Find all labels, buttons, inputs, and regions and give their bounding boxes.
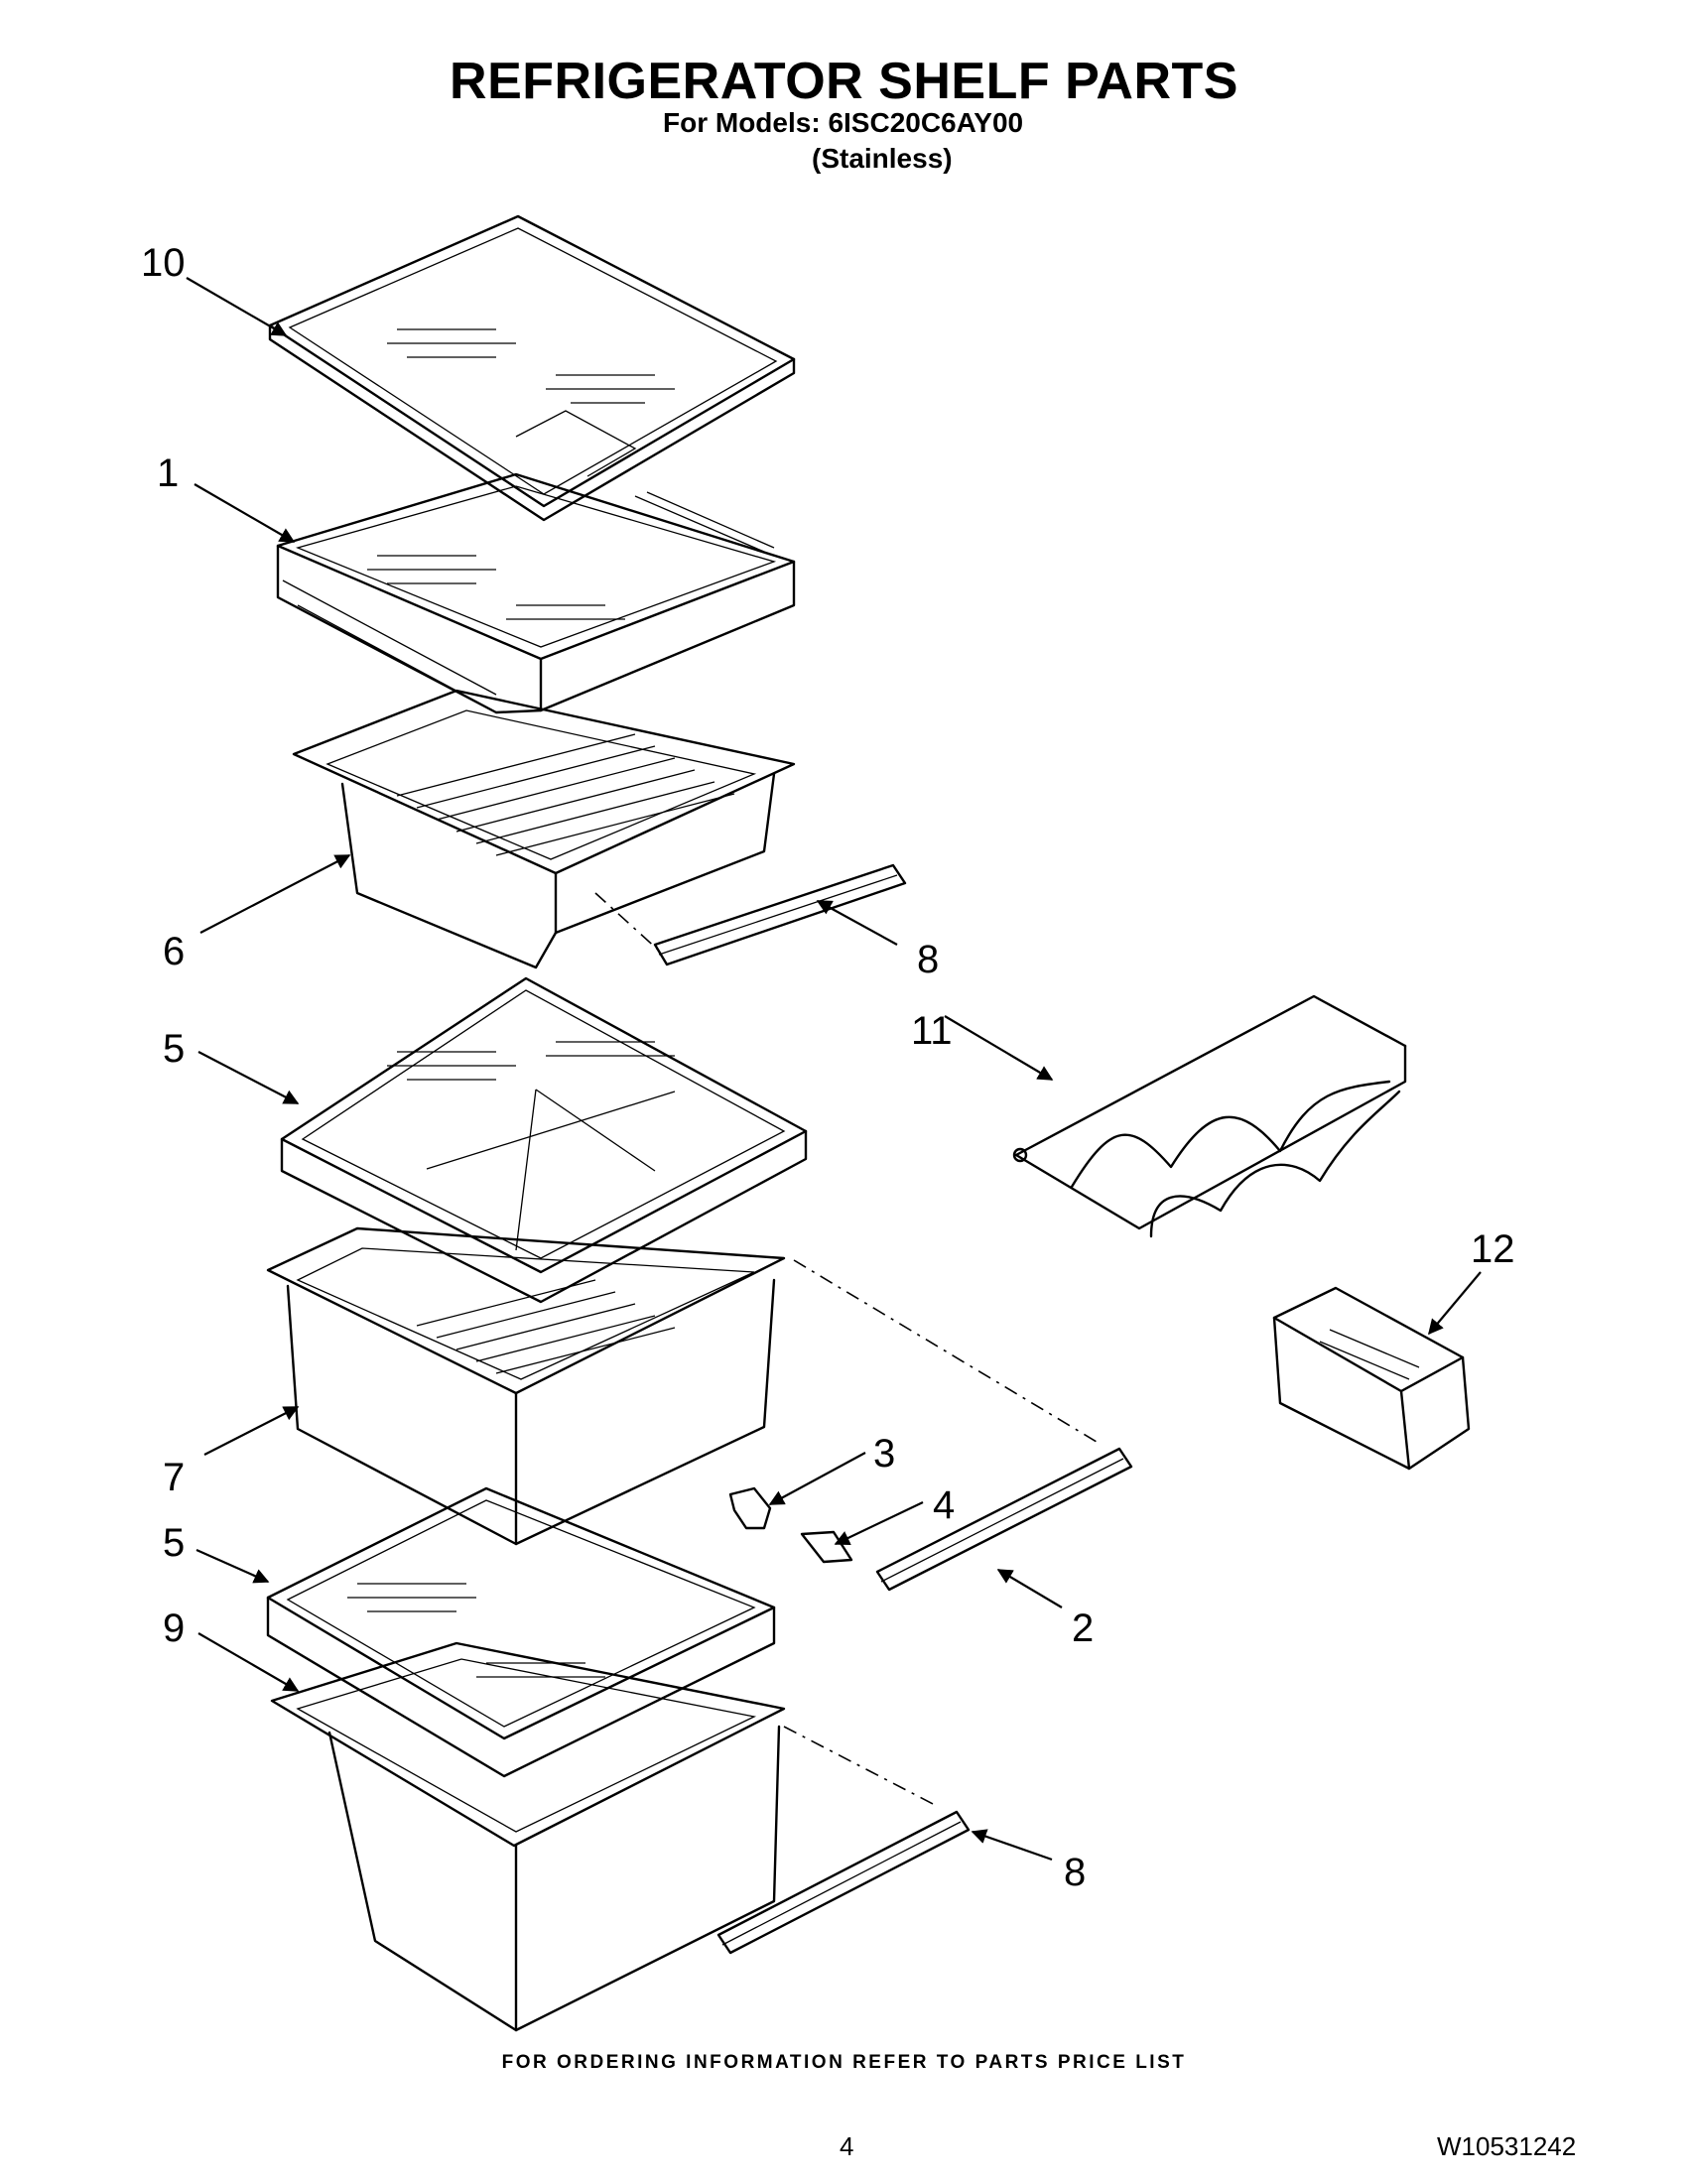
leader-1 bbox=[194, 483, 296, 543]
leader-9 bbox=[197, 1632, 300, 1692]
part-5-shelf-upper bbox=[280, 976, 808, 1304]
callout-8-upper: 8 bbox=[917, 938, 939, 981]
callout-5-upper: 5 bbox=[163, 1027, 185, 1071]
part-9-lower-drawer bbox=[270, 1641, 786, 2032]
document-number: W10531242 bbox=[1437, 2131, 1577, 2161]
part-6-crisper-drawer bbox=[292, 689, 796, 969]
leader-5-lower bbox=[195, 1548, 270, 1584]
model-line: For Models: 6ISC20C6AY00 bbox=[663, 107, 1024, 138]
leader-lines bbox=[186, 277, 1482, 1862]
leader-4 bbox=[834, 1501, 924, 1545]
part-5-shelf-lower bbox=[266, 1486, 776, 1778]
callout-numbers: 10 1 6 8 5 11 12 7 3 4 5 2 9 8 bbox=[141, 241, 1515, 1894]
page-number: 4 bbox=[840, 2131, 854, 2161]
callout-6: 6 bbox=[163, 930, 185, 973]
callout-2: 2 bbox=[1072, 1606, 1094, 1650]
callout-1: 1 bbox=[157, 451, 179, 495]
leader-3 bbox=[768, 1452, 866, 1505]
ordering-note: FOR ORDERING INFORMATION REFER TO PARTS … bbox=[501, 2052, 1187, 2073]
part-1-shelf-frame bbox=[276, 472, 796, 714]
callout-5-lower: 5 bbox=[163, 1521, 185, 1565]
leader-12 bbox=[1428, 1271, 1482, 1336]
leader-11 bbox=[944, 1015, 1054, 1081]
leader-8-upper bbox=[816, 900, 898, 946]
callout-8-lower: 8 bbox=[1064, 1851, 1086, 1894]
callout-10: 10 bbox=[141, 241, 186, 285]
page-title: REFRIGERATOR SHELF PARTS bbox=[450, 53, 1238, 110]
callout-11: 11 bbox=[911, 1009, 953, 1053]
leader-2 bbox=[996, 1569, 1063, 1608]
leader-7 bbox=[203, 1406, 300, 1456]
callout-9: 9 bbox=[163, 1606, 185, 1650]
part-12-bin bbox=[1272, 1286, 1471, 1471]
finish-line: (Stainless) bbox=[812, 143, 953, 174]
callout-4: 4 bbox=[933, 1483, 955, 1527]
part-3-clip bbox=[728, 1486, 772, 1530]
callout-12: 12 bbox=[1471, 1227, 1515, 1271]
callout-7: 7 bbox=[163, 1456, 185, 1499]
part-7-deli-drawer bbox=[266, 1226, 786, 1546]
leader-6 bbox=[199, 854, 351, 934]
leader-5-upper bbox=[197, 1051, 300, 1104]
part-10-glass-shelf bbox=[268, 214, 796, 522]
part-8-trim-lower bbox=[716, 1726, 971, 1955]
leader-8-lower bbox=[971, 1829, 1053, 1862]
callout-3: 3 bbox=[873, 1432, 895, 1476]
part-4-clip bbox=[800, 1530, 853, 1564]
part-2-trim bbox=[793, 1259, 1133, 1592]
leader-10 bbox=[186, 277, 288, 336]
part-11-wine-rack bbox=[1012, 994, 1407, 1238]
part-8-trim-upper bbox=[594, 863, 907, 966]
